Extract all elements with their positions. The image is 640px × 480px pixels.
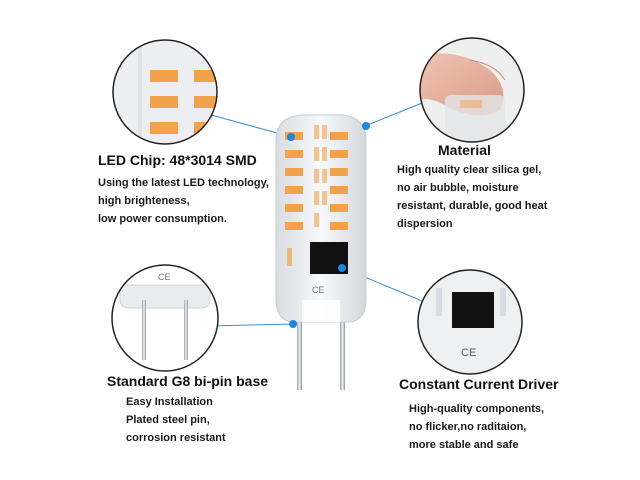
led-chip xyxy=(322,169,327,183)
driver-description: High-quality components, no flicker,no r… xyxy=(409,400,544,454)
led-chip xyxy=(322,147,327,161)
material-line-4: dispersion xyxy=(397,218,453,230)
led-chip-zoom xyxy=(150,122,178,134)
driver-closeup xyxy=(417,269,523,375)
led-chip-zoom xyxy=(194,96,217,108)
chip-line-3: low power consumption. xyxy=(98,213,227,225)
led-chip xyxy=(314,125,319,139)
bulb-pin-right xyxy=(340,318,345,390)
led-chip xyxy=(285,168,303,176)
material-line-2: no air bubble, moisture xyxy=(397,182,519,194)
led-chip xyxy=(322,191,327,205)
led-chip xyxy=(330,150,348,158)
led-chip xyxy=(314,213,319,227)
driver-line-2: no flicker,no raditaion, xyxy=(409,421,527,433)
led-chip-zoom xyxy=(150,96,178,108)
driver-title: Constant Current Driver xyxy=(399,376,559,392)
chip-title: LED Chip: 48*3014 SMD xyxy=(98,152,257,168)
led-chip xyxy=(285,150,303,158)
chip-line-1: Using the latest LED technology, xyxy=(98,177,269,189)
bulb-led-array xyxy=(285,125,348,230)
chip-description: Using the latest LED technology, high br… xyxy=(98,174,269,228)
material-closeup xyxy=(419,37,525,143)
led-chip xyxy=(330,186,348,194)
ce-mark-driver: CE xyxy=(461,347,476,359)
bulb-pin-left xyxy=(297,318,302,390)
base-line-3: corrosion resistant xyxy=(126,432,226,444)
base-callout-line xyxy=(206,323,294,327)
led-chip xyxy=(314,169,319,183)
chip-line-2: high brighteness, xyxy=(98,195,190,207)
led-chip xyxy=(285,186,303,194)
material-dot xyxy=(362,122,370,130)
base-description: Easy Installation Plated steel pin, corr… xyxy=(126,393,226,447)
led-chip-zoom xyxy=(150,70,178,82)
led-chip xyxy=(314,147,319,161)
material-line-1: High quality clear silica gel, xyxy=(397,164,542,176)
material-line-3: resistant, durable, good heat xyxy=(397,200,548,212)
base-line-1: Easy Installation xyxy=(126,396,213,408)
led-chip xyxy=(322,125,327,139)
led-chip xyxy=(285,222,303,230)
bulb-notch xyxy=(302,300,340,322)
base-closeup xyxy=(111,264,219,372)
led-chip xyxy=(330,204,348,212)
chip-closeup xyxy=(112,39,218,145)
driver-line-1: High-quality components, xyxy=(409,403,545,415)
base-title: Standard G8 bi-pin base xyxy=(107,373,269,389)
led-chip xyxy=(314,191,319,205)
chip-dot xyxy=(287,133,295,141)
ce-mark-bulb: CE xyxy=(312,285,325,295)
led-chip xyxy=(285,204,303,212)
led-chip xyxy=(330,168,348,176)
led-chip xyxy=(330,132,348,140)
base-line-2: Plated steel pin, xyxy=(126,414,210,426)
led-chip xyxy=(330,222,348,230)
driver-line-3: more stable and safe xyxy=(409,439,519,451)
g8-bulb xyxy=(275,114,367,390)
material-description: High quality clear silica gel, no air bu… xyxy=(397,161,547,233)
led-chip-zoom xyxy=(194,70,217,82)
driver-dot xyxy=(338,264,346,272)
ce-mark-base: CE xyxy=(158,272,171,282)
material-title: Material xyxy=(438,142,491,158)
